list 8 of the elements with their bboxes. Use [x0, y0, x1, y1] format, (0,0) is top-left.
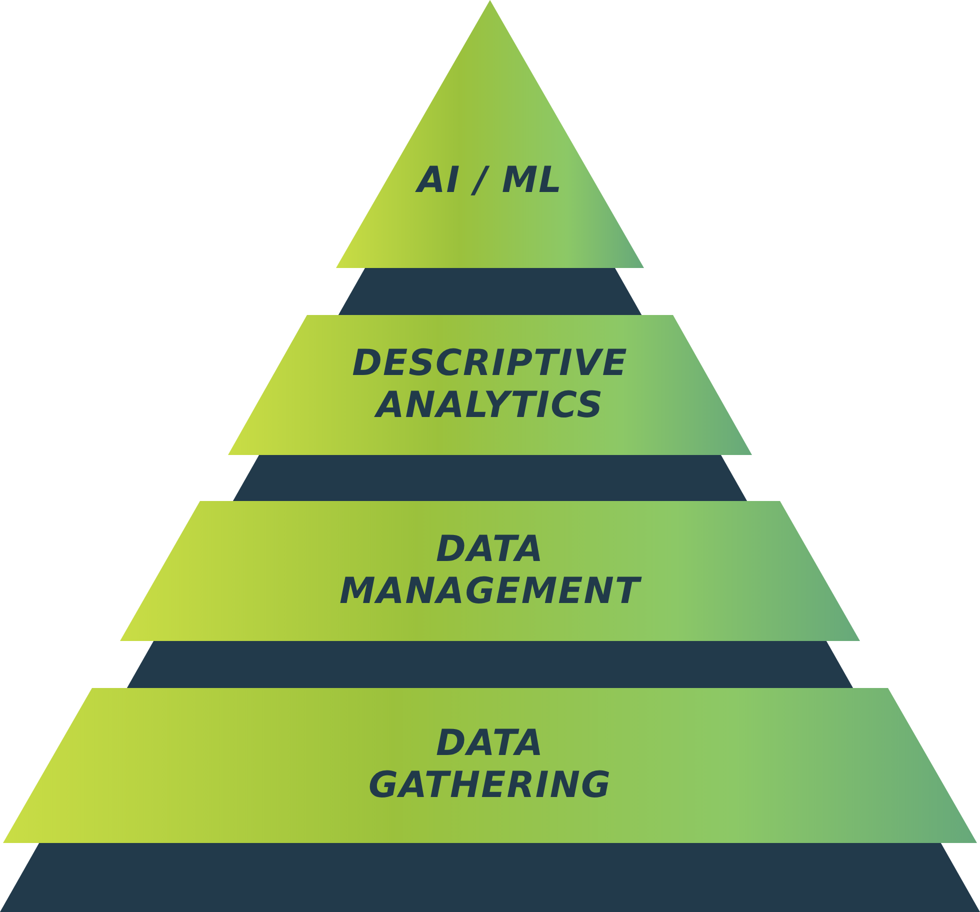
pyramid-tier: [228, 315, 752, 455]
tier-label: AI / ML: [417, 160, 563, 202]
tier-label: DATA MANAGEMENT: [338, 529, 643, 613]
pyramid-tier: [3, 688, 977, 843]
tier-label: DATA GATHERING: [367, 723, 613, 807]
pyramid-top-triangle: [336, 0, 644, 268]
pyramid-tier: [120, 501, 860, 641]
tier-label: DESCRIPTIVE ANALYTICS: [351, 343, 629, 427]
